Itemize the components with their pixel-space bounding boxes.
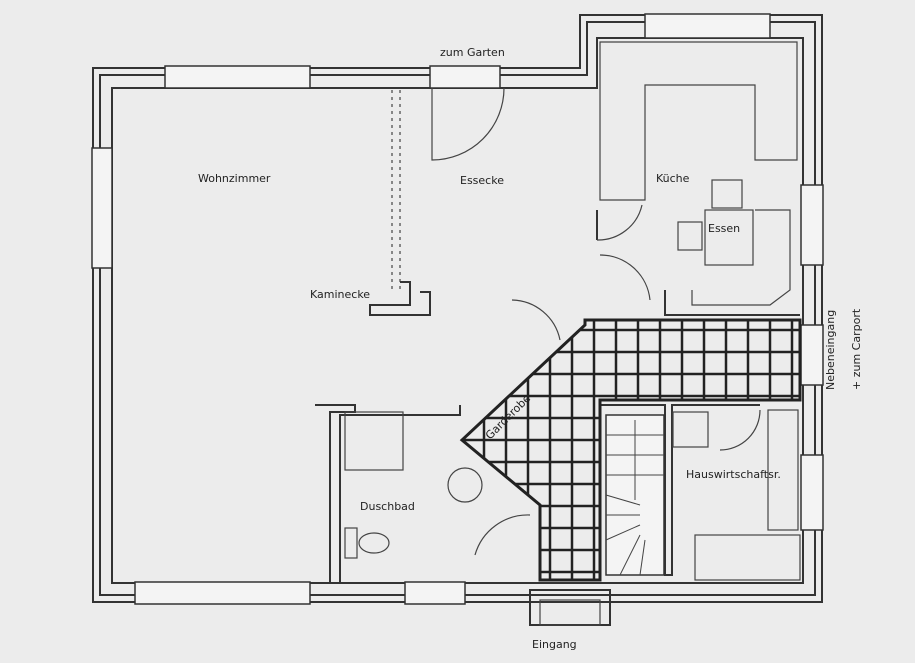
label-entrance: Eingang (532, 638, 577, 651)
windows (91, 13, 824, 605)
label-utility: Hauswirtschaftsr. (686, 468, 781, 481)
label-eating: Essen (708, 222, 740, 235)
stairs (605, 414, 665, 576)
label-carport: + zum Carport (850, 308, 863, 390)
label-kitchen: Küche (656, 172, 690, 185)
doors (431, 87, 761, 556)
exterior-walls (92, 14, 823, 603)
label-shower: Duschbad (360, 500, 415, 513)
tiled-hall (459, 318, 802, 582)
label-dining: Essecke (460, 174, 504, 187)
kitchen-furniture (599, 41, 798, 306)
bathroom-fixtures (344, 409, 801, 581)
label-side-entrance: Nebeneingang (824, 310, 837, 390)
entrance-step (529, 589, 611, 626)
label-living-room: Wohnzimmer (198, 172, 271, 185)
label-garden: zum Garten (440, 46, 505, 59)
label-fireplace: Kaminecke (310, 288, 370, 301)
